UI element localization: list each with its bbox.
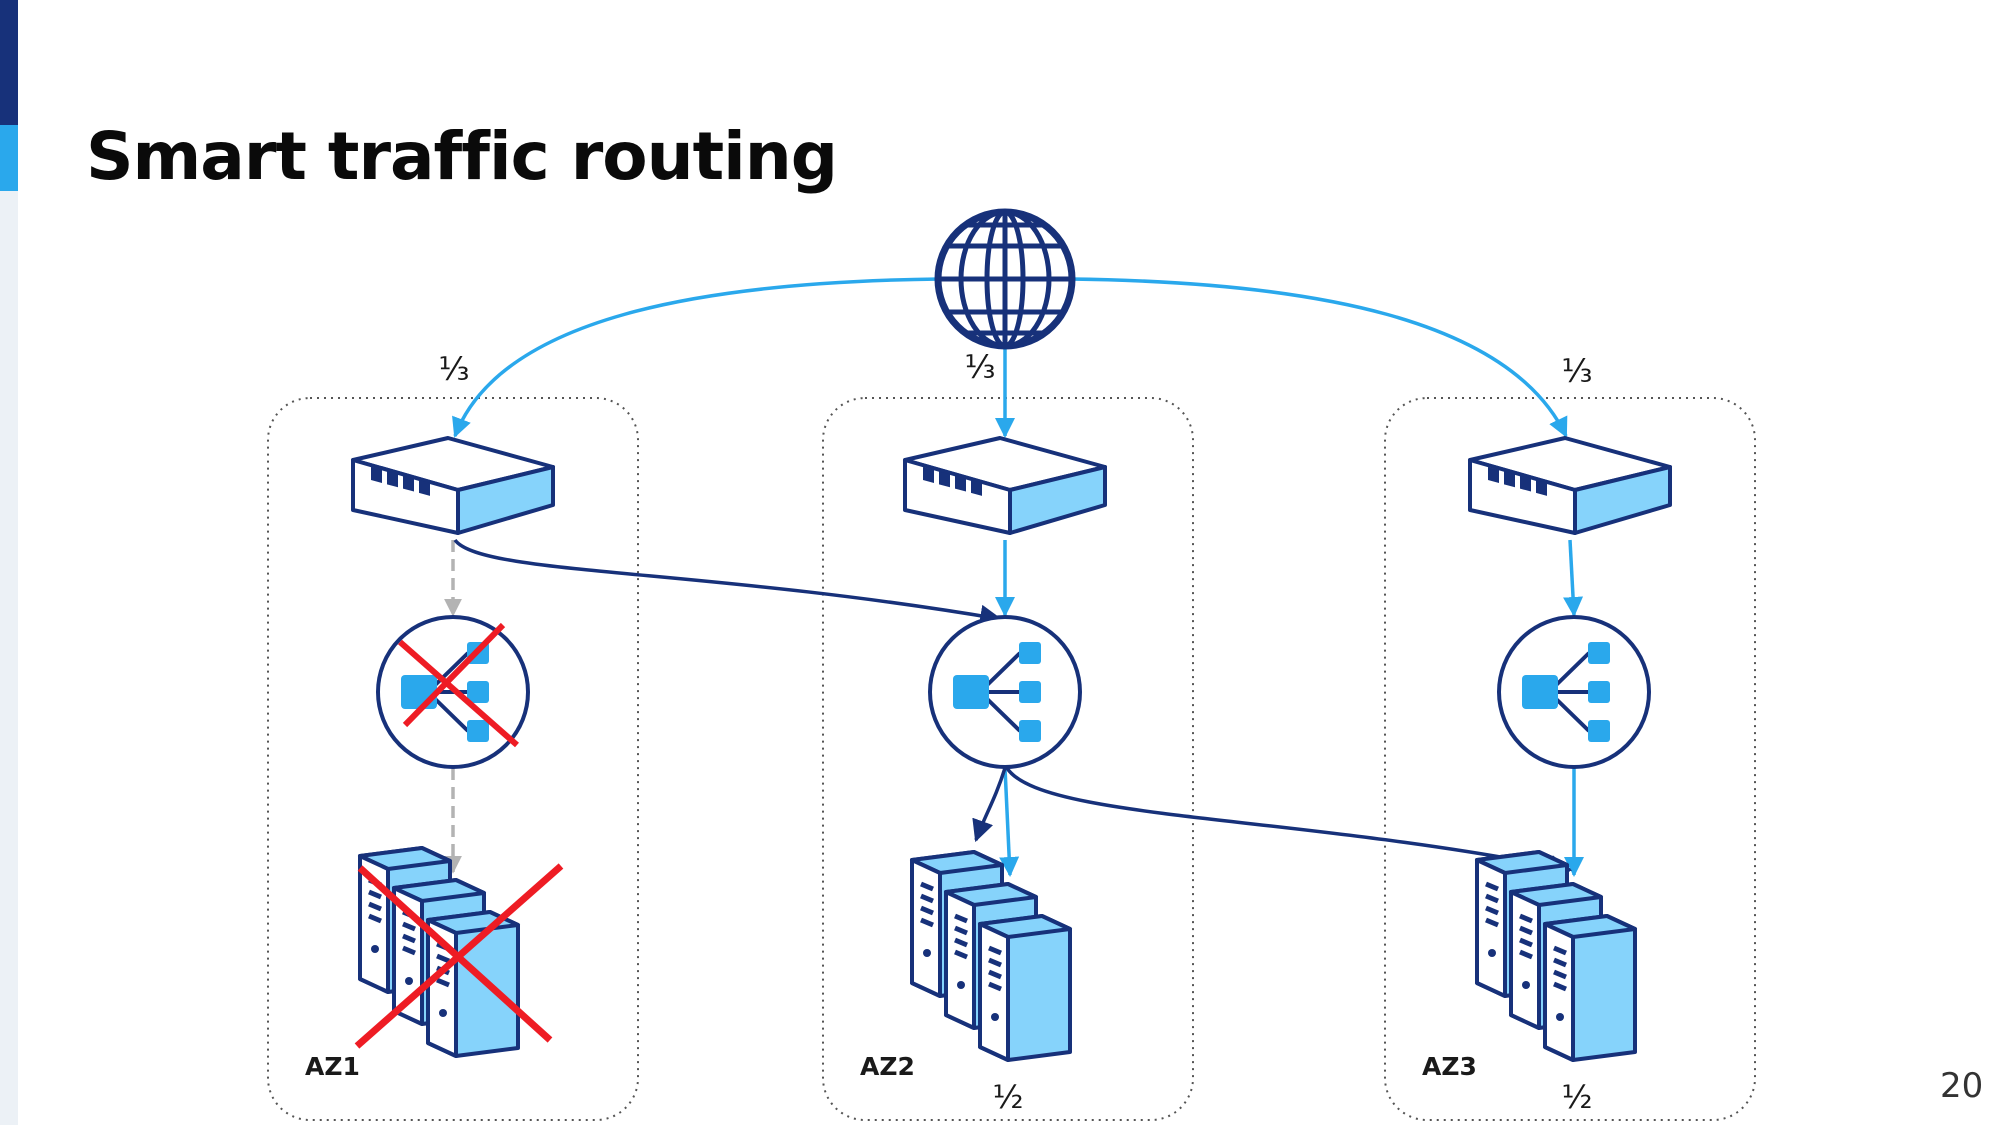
zone-box-az1 [267,397,639,1121]
zone-label-az1: AZ1 [305,1052,360,1081]
balancer-az2-to-servers-az2-navy-arrow [972,767,1007,843]
globe-icon [934,208,1076,350]
traffic-share-label-az3: ⅓ [1561,352,1592,390]
switch-icon-az3 [1468,436,1672,535]
zone-label-az2: AZ2 [860,1052,915,1081]
zone-box-az3 [1384,397,1756,1121]
server-share-label-az3: ½ [1561,1078,1592,1116]
edge-to-balancer-az3-arrow [1563,539,1584,617]
zone-box-az2 [822,397,1194,1121]
page-number: 20 [1940,1066,1984,1106]
failover-edge-az1-to-balancer-az2-arrow [453,538,1003,627]
side-accent-dark [0,0,18,125]
side-accent-light [0,125,18,191]
balancer-failed-cross-icon [398,622,519,748]
traffic-share-label-az2: ⅓ [964,348,995,386]
balancer-to-servers-az2-arrow [999,767,1020,877]
switch-icon-az2 [903,436,1107,535]
switch-icon-az1 [351,436,555,535]
internet-to-edge-az1-arrow [452,277,941,438]
zone-label-az3: AZ3 [1422,1052,1477,1081]
slide-title: Smart traffic routing [86,118,838,195]
servers-failed-cross-icon [354,863,564,1049]
load-balancer-icon-az3 [1497,615,1651,769]
traffic-share-label-az1: ⅓ [438,350,469,388]
side-accent-bar [0,0,18,1125]
server-share-label-az2: ½ [992,1078,1023,1116]
load-balancer-icon-az2 [928,615,1082,769]
balancer-az2-to-servers-az3-arrow [1005,767,1573,877]
internet-to-edge-az3-arrow [1069,277,1568,438]
server-stack-icon-az2 [912,852,1070,1060]
server-stack-icon-az3 [1477,852,1635,1060]
